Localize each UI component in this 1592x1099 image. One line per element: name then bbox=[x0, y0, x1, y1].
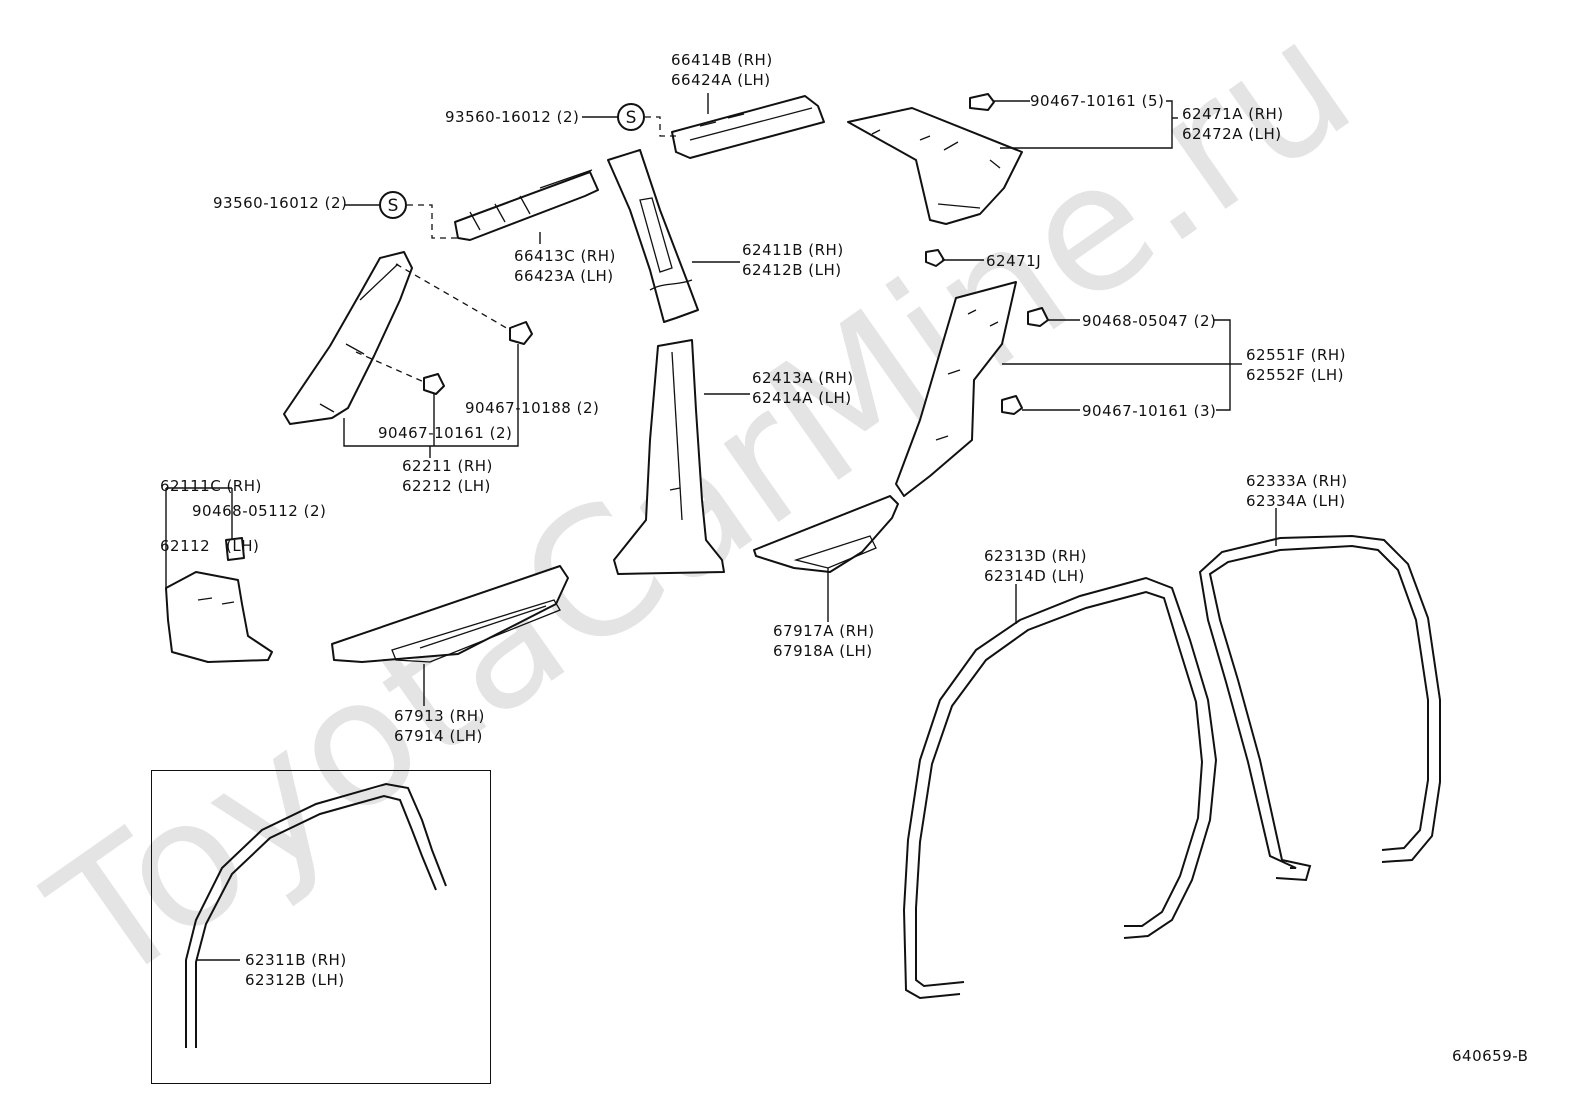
label-62311b: 62311B (RH) 62312B (LH) bbox=[245, 950, 347, 990]
label-62413a-rh: 62413A (RH) bbox=[752, 369, 854, 387]
label-66413c-rh: 66413C (RH) bbox=[514, 247, 616, 265]
front-pillar-garnish bbox=[283, 251, 413, 425]
label-66413c-lh: 66423A (LH) bbox=[514, 267, 614, 285]
label-62551f: 62551F (RH) 62552F (LH) bbox=[1246, 345, 1346, 385]
clip-90467-5 bbox=[969, 93, 995, 111]
diagram-reference-code: 640659-B bbox=[1452, 1047, 1529, 1065]
cowl-side-trim bbox=[165, 571, 273, 663]
weatherstrip-62313d bbox=[902, 576, 1218, 1000]
center-pillar-lower-garnish bbox=[613, 339, 725, 575]
label-62311b-lh: 62312B (LH) bbox=[245, 971, 345, 989]
label-62313d-lh: 62314D (LH) bbox=[984, 567, 1085, 585]
clip-90467-10188 bbox=[509, 321, 533, 345]
label-67917a: 67917A (RH) 67918A (LH) bbox=[773, 621, 875, 661]
label-93560-upper-text: 93560-16012 (2) bbox=[445, 108, 580, 126]
label-62111c: 62111C (RH) 62112 (LH) bbox=[160, 436, 262, 596]
label-66414b-rh: 66414B (RH) bbox=[671, 51, 773, 69]
label-90467-5: 90467-10161 (5) bbox=[1030, 91, 1164, 111]
clip-62471j bbox=[925, 249, 945, 267]
clip-90468-05047 bbox=[1027, 307, 1049, 327]
label-62311b-rh: 62311B (RH) bbox=[245, 951, 347, 969]
label-93560-lower: 93560-16012 (2) bbox=[213, 193, 347, 213]
screw-mark-upper: S bbox=[626, 108, 637, 128]
label-62333a: 62333A (RH) 62334A (LH) bbox=[1246, 471, 1348, 511]
weatherstrip-62311b bbox=[185, 782, 447, 1048]
label-62313d-rh: 62313D (RH) bbox=[984, 547, 1087, 565]
label-62411b-rh: 62411B (RH) bbox=[742, 241, 844, 259]
label-90467-10188: 90467-10188 (2) bbox=[465, 398, 599, 418]
quarter-trim bbox=[895, 281, 1017, 497]
label-62471a-rh: 62471A (RH) bbox=[1182, 105, 1284, 123]
label-90467-10161-2-text: 90467-10161 (2) bbox=[378, 424, 513, 442]
label-62471a: 62471A (RH) 62472A (LH) bbox=[1182, 104, 1284, 144]
label-67913-rh: 67913 (RH) bbox=[394, 707, 485, 725]
label-90467-3: 90467-10161 (3) bbox=[1082, 401, 1216, 421]
clip-90468-05112 bbox=[225, 537, 245, 561]
label-67917a-lh: 67918A (LH) bbox=[773, 642, 873, 660]
label-62211-lh: 62212 (LH) bbox=[402, 477, 491, 495]
label-62411b: 62411B (RH) 62412B (LH) bbox=[742, 240, 844, 280]
roof-side-inner-garnish bbox=[847, 107, 1023, 225]
label-66413c: 66413C (RH) 66423A (LH) bbox=[514, 246, 616, 286]
label-90468-05112-text: 90468-05112 (2) bbox=[192, 502, 327, 520]
label-62411b-lh: 62412B (LH) bbox=[742, 261, 842, 279]
label-62211: 62211 (RH) 62212 (LH) bbox=[402, 456, 493, 496]
clip-90467-10161-2 bbox=[423, 373, 445, 395]
weatherstrip-62333a bbox=[1198, 534, 1441, 882]
label-62551f-rh: 62551F (RH) bbox=[1246, 346, 1347, 364]
screw-mark-lower: S bbox=[388, 196, 399, 216]
label-62413a-lh: 62414A (LH) bbox=[752, 389, 852, 407]
label-90467-10161-2: 90467-10161 (2) bbox=[378, 423, 512, 443]
label-66414b-lh: 66424A (LH) bbox=[671, 71, 771, 89]
label-90467-10188-text: 90467-10188 (2) bbox=[465, 399, 600, 417]
label-66414b: 66414B (RH) 66424A (LH) bbox=[671, 50, 773, 90]
inset-frame bbox=[151, 770, 491, 1084]
label-90467-3-text: 90467-10161 (3) bbox=[1082, 402, 1217, 420]
label-67913-lh: 67914 (LH) bbox=[394, 727, 483, 745]
label-62333a-rh: 62333A (RH) bbox=[1246, 472, 1348, 490]
label-62333a-lh: 62334A (LH) bbox=[1246, 492, 1346, 510]
scuff-plate-rear bbox=[753, 495, 899, 573]
label-93560-upper: 93560-16012 (2) bbox=[445, 107, 579, 127]
label-90467-5-text: 90467-10161 (5) bbox=[1030, 92, 1165, 110]
label-62211-rh: 62211 (RH) bbox=[402, 457, 493, 475]
label-62111c-rh: 62111C (RH) bbox=[160, 477, 262, 495]
label-67917a-rh: 67917A (RH) bbox=[773, 622, 875, 640]
label-62471j: 62471J bbox=[986, 251, 1041, 271]
label-62313d: 62313D (RH) 62314D (LH) bbox=[984, 546, 1087, 586]
clip-90467-10161-3 bbox=[1001, 395, 1023, 415]
label-90468-05047-text: 90468-05047 (2) bbox=[1082, 312, 1217, 330]
label-62551f-lh: 62552F (LH) bbox=[1246, 366, 1344, 384]
label-93560-lower-text: 93560-16012 (2) bbox=[213, 194, 348, 212]
label-62471a-lh: 62472A (LH) bbox=[1182, 125, 1282, 143]
center-pillar-upper-garnish bbox=[607, 149, 699, 323]
label-62413a: 62413A (RH) 62414A (LH) bbox=[752, 368, 854, 408]
roof-rail-garnish-front bbox=[671, 95, 825, 159]
scuff-plate-front bbox=[331, 565, 569, 663]
leader-lines bbox=[165, 93, 1277, 961]
label-90468-05047: 90468-05047 (2) bbox=[1082, 311, 1216, 331]
label-90468-05112: 90468-05112 (2) bbox=[192, 501, 326, 521]
label-62111c-lh: 62112 (LH) bbox=[160, 537, 260, 555]
roof-rail-garnish-rear bbox=[454, 169, 599, 241]
label-67913: 67913 (RH) 67914 (LH) bbox=[394, 706, 485, 746]
label-62471j-text: 62471J bbox=[986, 252, 1042, 270]
